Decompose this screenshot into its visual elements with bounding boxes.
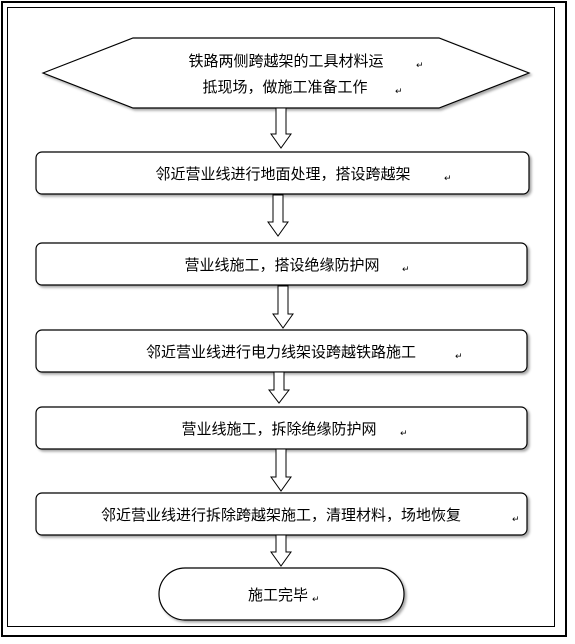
step-text: 邻近营业线进行电力线架设跨越铁路施工 xyxy=(146,343,416,361)
down-arrow xyxy=(270,107,292,149)
down-arrow xyxy=(267,194,289,237)
step-box-remove-insulation-net: 营业线施工，拆除绝缘防护网 ↵ xyxy=(35,406,528,450)
down-arrow xyxy=(272,285,294,329)
para-mark: ↵ xyxy=(395,87,403,97)
step-box-remove-crossing-frame: 邻近营业线进行拆除跨越架施工，清理材料，场地恢复 ↵ xyxy=(35,492,528,536)
para-mark: ↵ xyxy=(312,595,320,605)
start-hexagon: 铁路两侧跨越架的工具材料运 ↵ 抵现场，做施工准备工作 ↵ xyxy=(41,37,531,109)
hexagon-text-line-1: 铁路两侧跨越架的工具材料运 xyxy=(188,52,383,70)
hexagon-text-line-2: 抵现场，做施工准备工作 xyxy=(202,78,367,96)
outer-frame xyxy=(1,1,567,637)
step-text: 营业线施工，搭设绝缘防护网 xyxy=(184,256,379,274)
end-text: 施工完毕 xyxy=(248,586,308,604)
para-mark: ↵ xyxy=(400,429,408,439)
step-text: 营业线施工，拆除绝缘防护网 xyxy=(181,420,376,438)
down-arrow xyxy=(267,371,291,404)
down-arrow xyxy=(270,448,292,492)
step-box-install-insulation-net: 营业线施工，搭设绝缘防护网 ↵ xyxy=(35,242,528,286)
inner-frame xyxy=(7,7,555,627)
para-mark: ↵ xyxy=(402,265,410,275)
end-terminator: 施工完毕 ↵ xyxy=(158,567,405,621)
step-box-power-line-crossing: 邻近营业线进行电力线架设跨越铁路施工 ↵ xyxy=(35,329,528,373)
para-mark: ↵ xyxy=(455,352,463,362)
step-text: 邻近营业线进行拆除跨越架施工，清理材料，场地恢复 xyxy=(101,506,461,524)
step-box-ground-processing: 邻近营业线进行地面处理，搭设跨越架 ↵ xyxy=(35,151,530,195)
step-text: 邻近营业线进行地面处理，搭设跨越架 xyxy=(155,165,410,183)
down-arrow xyxy=(270,534,292,567)
para-mark: ↵ xyxy=(512,515,520,525)
para-mark: ↵ xyxy=(416,61,424,71)
para-mark: ↵ xyxy=(444,174,452,184)
